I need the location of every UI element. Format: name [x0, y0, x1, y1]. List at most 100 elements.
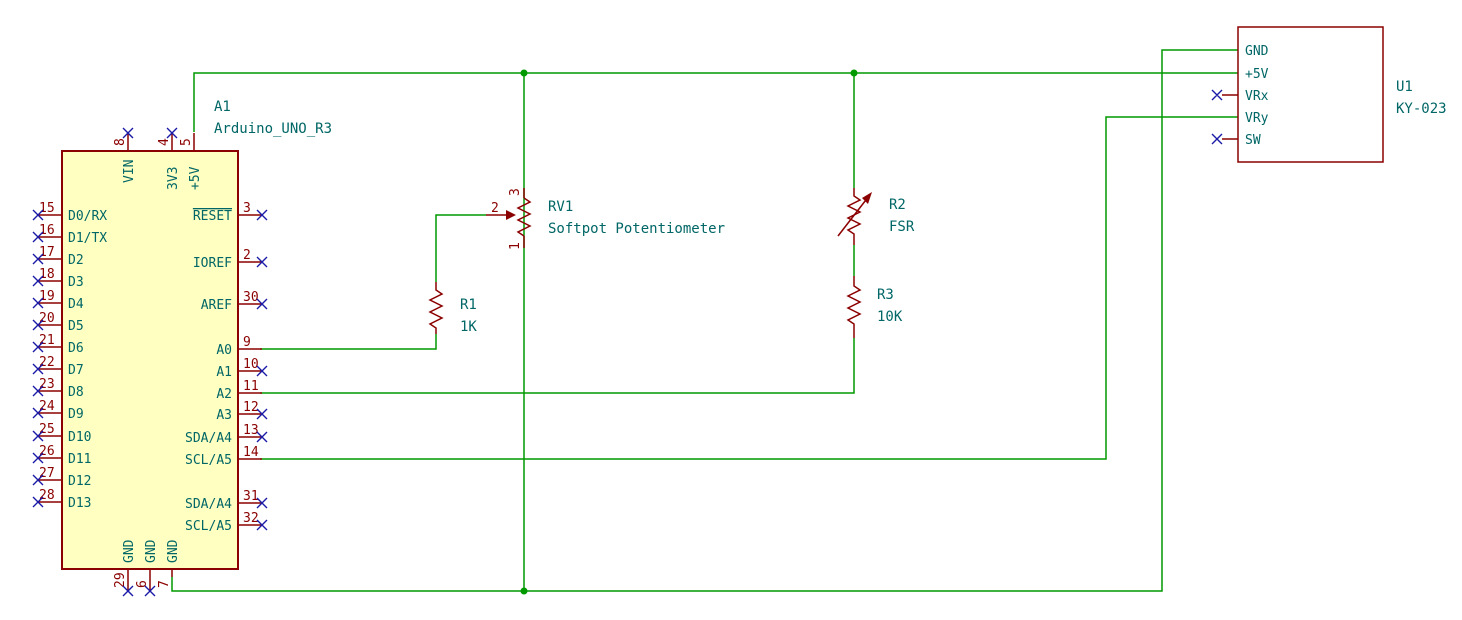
- arduino-bottom-pins: 29 6 7 GND GND GND: [113, 539, 181, 591]
- arduino-top-pins: 8 4 5 VIN 3V3 +5V: [113, 133, 203, 190]
- pin-label: +5V: [188, 166, 203, 190]
- pin-number: 17: [39, 245, 55, 260]
- pin-label: D11: [68, 452, 91, 467]
- pin-label: GND: [144, 539, 159, 563]
- pin-label: D13: [68, 496, 91, 511]
- pin-number: 6: [135, 580, 150, 588]
- r2-variable-arrow: [837, 195, 870, 237]
- pin-label: VIN: [122, 160, 137, 183]
- pin-number: 7: [157, 580, 172, 588]
- pin-label: D4: [68, 297, 84, 312]
- pin-label: SDA/A4: [185, 497, 232, 512]
- r1-resistor[interactable]: R1 1K: [428, 282, 477, 335]
- pin-label: D5: [68, 319, 84, 334]
- r3-value: 10K: [877, 309, 903, 325]
- u1-pin-label: SW: [1245, 133, 1261, 148]
- pin-number: 10: [243, 357, 259, 372]
- u1-body[interactable]: [1237, 26, 1384, 163]
- junctions: [520, 69, 858, 595]
- rv1-ref: RV1: [548, 199, 573, 215]
- pin-label: D6: [68, 341, 84, 356]
- rv1-wiper-arrow: [506, 210, 516, 220]
- pin-number: 22: [39, 355, 55, 370]
- pin-label: A3: [216, 408, 232, 423]
- r3-zigzag[interactable]: [846, 276, 862, 338]
- pin-number: 9: [243, 335, 251, 350]
- rv1-potentiometer[interactable]: 3 2 1 RV1 Softpot Potentiometer: [486, 188, 725, 250]
- pin-number: 32: [243, 511, 259, 526]
- arduino-value: Arduino_UNO_R3: [214, 121, 332, 137]
- pin-number: 5: [179, 138, 194, 146]
- r1-zigzag[interactable]: [428, 282, 444, 334]
- pin-number: 3: [508, 188, 523, 196]
- pin-number: 11: [243, 379, 259, 394]
- pin-label: D0/RX: [68, 209, 107, 224]
- pin-label: SCL/A5: [185, 453, 232, 468]
- pin-number: 23: [39, 377, 55, 392]
- u1-ky023-joystick[interactable]: GND +5V VRx VRy SW U1 KY-023: [1222, 26, 1447, 163]
- r1-value: 1K: [460, 319, 477, 335]
- pin-label: A2: [216, 387, 232, 402]
- pin-number: 28: [39, 488, 55, 503]
- u1-value: KY-023: [1396, 101, 1447, 117]
- arduino-body[interactable]: [61, 150, 239, 570]
- pin-number: 29: [113, 572, 128, 588]
- pin-label: D1/TX: [68, 231, 107, 246]
- rv1-value: Softpot Potentiometer: [548, 221, 725, 237]
- no-connect-marker: [32, 89, 1223, 597]
- u1-ref: U1: [1396, 79, 1413, 95]
- r3-resistor[interactable]: R3 10K: [846, 276, 903, 338]
- pin-number: 27: [39, 466, 55, 481]
- wire-a5-vry[interactable]: [260, 116, 1238, 460]
- r2-arrow-head: [862, 192, 872, 204]
- r3-ref: R3: [877, 287, 894, 303]
- wire-a0-r1[interactable]: [260, 334, 437, 350]
- wire-r3-a2[interactable]: [260, 338, 855, 394]
- pin-number: 3: [243, 201, 251, 216]
- pin-number: 4: [157, 138, 172, 146]
- u1-pin-label: GND: [1245, 44, 1269, 59]
- pin-label: A0: [216, 343, 232, 358]
- wire-r1-wiper[interactable]: [435, 214, 486, 282]
- pin-label: RESET: [193, 209, 232, 224]
- u1-pin-label: VRx: [1245, 89, 1269, 104]
- wire-gnd-bus[interactable]: [171, 49, 1238, 592]
- pin-label: SCL/A5: [185, 519, 232, 534]
- arduino-uno-r3[interactable]: A1 Arduino_UNO_R3 8 4 5 VIN 3V3 +5V 15D0…: [38, 99, 332, 591]
- pin-label: AREF: [201, 298, 232, 313]
- pin-number: 31: [243, 489, 259, 504]
- no-connect-markers: [32, 89, 1223, 597]
- pin-label: D3: [68, 275, 84, 290]
- pin-label: D2: [68, 253, 84, 268]
- pin-label: D8: [68, 385, 84, 400]
- pin-label: GND: [166, 539, 181, 563]
- junction-dot: [520, 69, 528, 77]
- pin-number: 26: [39, 444, 55, 459]
- pin-number: 25: [39, 422, 55, 437]
- rv1-zigzag[interactable]: [516, 197, 532, 237]
- u1-pin-label: VRy: [1245, 111, 1269, 126]
- pin-label: SDA/A4: [185, 431, 232, 446]
- pin-label: D9: [68, 407, 84, 422]
- wire-5v-bus[interactable]: [193, 72, 1238, 132]
- pin-number: 18: [39, 267, 55, 282]
- arduino-ref: A1: [214, 99, 231, 115]
- r2-value: FSR: [889, 219, 915, 235]
- r1-ref: R1: [460, 297, 477, 313]
- pin-number: 19: [39, 289, 55, 304]
- pin-label: D7: [68, 363, 84, 378]
- junction-dot: [520, 587, 528, 595]
- pin-number: 2: [491, 201, 499, 216]
- r2-fsr[interactable]: R2 FSR: [837, 188, 915, 245]
- pin-number: 14: [243, 445, 259, 460]
- pin-label: IOREF: [193, 256, 232, 271]
- pin-label: 3V3: [166, 167, 181, 190]
- pin-number: 21: [39, 333, 55, 348]
- u1-pin-label: +5V: [1245, 67, 1269, 82]
- pin-label: GND: [122, 539, 137, 563]
- pin-number: 1: [508, 242, 523, 250]
- pin-number: 12: [243, 400, 259, 415]
- r2-ref: R2: [889, 197, 906, 213]
